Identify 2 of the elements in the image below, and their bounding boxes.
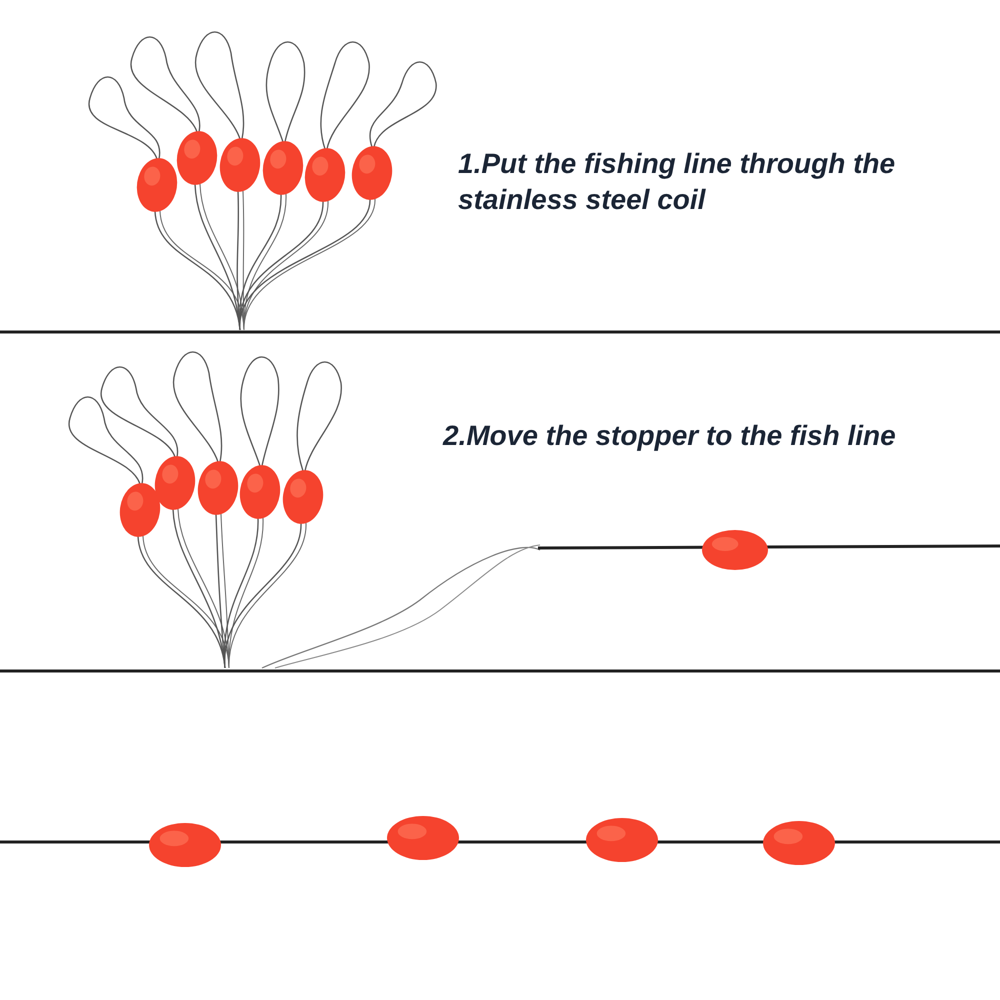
instruction-text: 1.Put the fishing line through the stainless steel coil (458, 147, 896, 218)
instruction-text: 2.Move the stopper to the fish line (443, 419, 897, 453)
